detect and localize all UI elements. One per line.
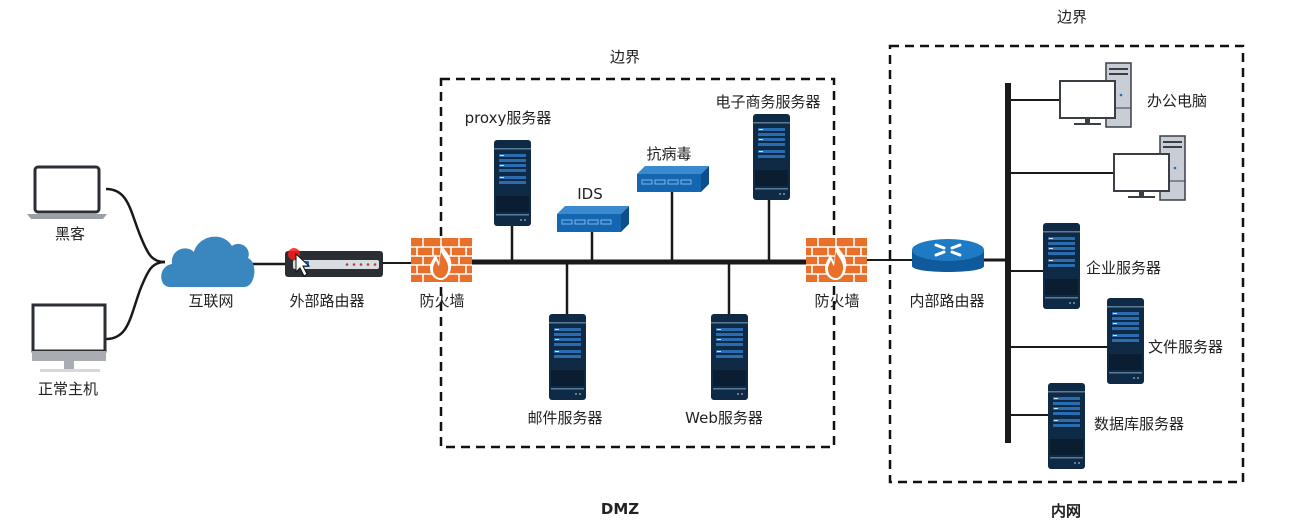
switch-icon[interactable] [636,165,710,193]
web-server-label: Web服务器 [685,409,763,427]
connections [105,83,1114,443]
server-icon[interactable] [549,314,586,400]
firewall-outer-label: 防火墙 [419,292,465,310]
office-pc-label: 办公电脑 [1147,92,1208,110]
server-icon[interactable] [711,314,748,400]
laptop-icon[interactable] [27,165,107,219]
internet-label: 互联网 [188,292,234,310]
router-icon[interactable] [912,239,984,272]
file-server-label: 文件服务器 [1148,338,1224,356]
ecommerce-server-label: 电子商务服务器 [715,93,821,111]
mouse-cursor-icon [295,252,311,277]
firewall-icon[interactable] [410,237,473,283]
firewall-icon[interactable] [805,237,868,283]
switch-icon[interactable] [556,205,630,233]
firewall-inner-label: 防火墙 [814,292,860,310]
link-hacker-internet [105,187,166,264]
pc-icon[interactable] [1059,62,1132,128]
intranet-boundary [888,44,1245,484]
pc-icon[interactable] [1113,135,1186,201]
server-icon[interactable] [1048,383,1085,469]
external-router-label: 外部路由器 [289,292,365,310]
server-icon[interactable] [753,114,790,200]
normal-host-label: 正常主机 [37,380,99,398]
server-icon[interactable] [1107,298,1144,384]
server-icon[interactable] [494,140,531,226]
mail-server-label: 邮件服务器 [527,409,603,427]
router-box-icon[interactable] [285,251,383,277]
intranet-border-label: 边界 [1056,8,1088,26]
internal-router-label: 内部路由器 [909,292,985,310]
ids-label: IDS [577,185,603,203]
dmz-border-label: 边界 [609,48,641,66]
cloud-icon[interactable] [161,236,255,287]
desktop-icon[interactable] [31,303,107,372]
database-server-label: 数据库服务器 [1094,415,1185,433]
link-host-internet [105,260,166,341]
enterprise-server-label: 企业服务器 [1086,259,1162,277]
server-icon[interactable] [1043,223,1080,309]
dmz-zone-title: DMZ [600,500,640,518]
intranet-zone-title: 内网 [1050,502,1082,520]
proxy-server-label: proxy服务器 [464,109,552,127]
antivirus-label: 抗病毒 [646,145,692,163]
hacker-label: 黑客 [54,225,86,243]
